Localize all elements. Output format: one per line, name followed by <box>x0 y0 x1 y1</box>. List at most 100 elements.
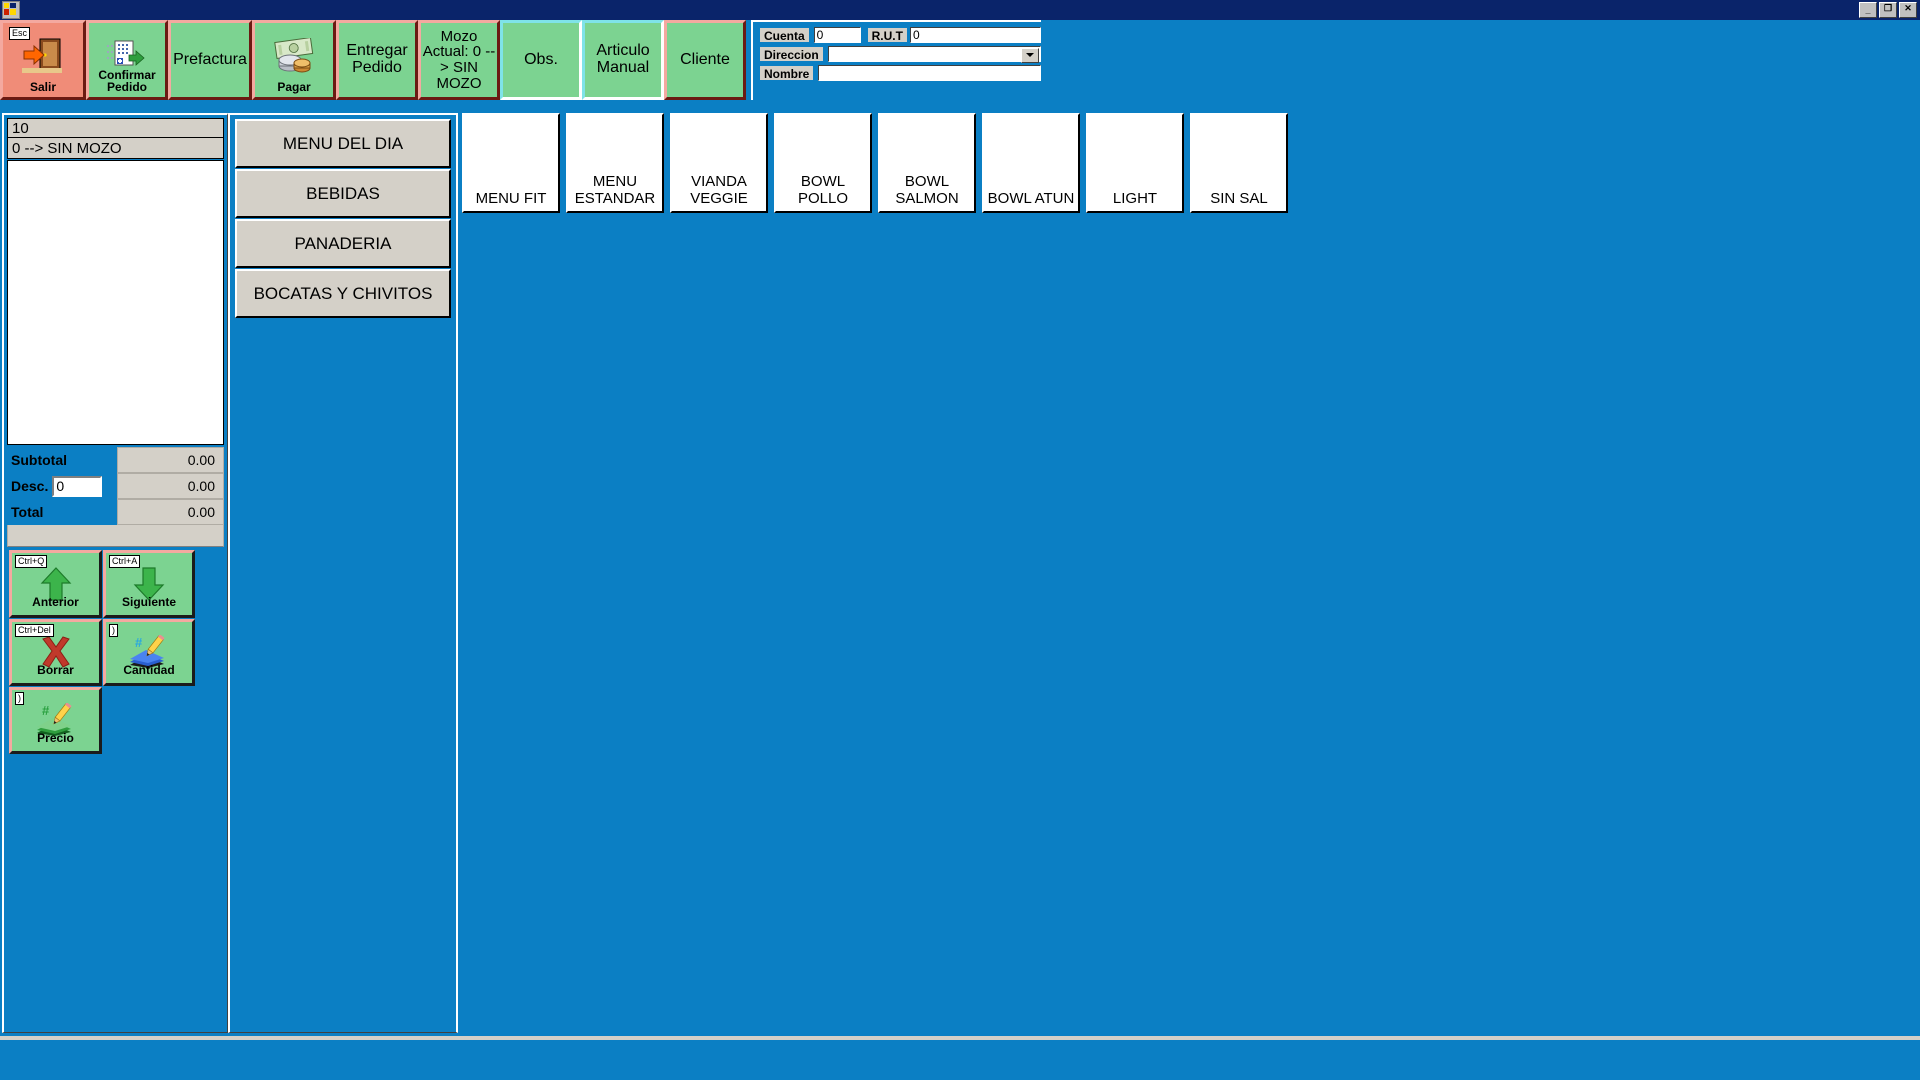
close-icon: ✕ <box>1904 3 1912 13</box>
category-button-panaderia[interactable]: PANADERIA <box>235 219 451 268</box>
toolbar-button-label: Salir <box>29 80 56 95</box>
window-controls: _ ❐ ✕ <box>1859 2 1917 18</box>
toolbar-button-pagar[interactable]: Pagar <box>252 20 336 100</box>
toolbar-shortcut-badge: Esc <box>9 27 31 40</box>
direccion-combobox[interactable] <box>827 45 1041 63</box>
toolbar-button-entregar-pedido[interactable]: Entregar Pedido <box>336 20 418 100</box>
product-button-menu-estandar[interactable]: MENU ESTANDAR <box>566 113 664 213</box>
chevron-down-icon[interactable] <box>1021 47 1039 63</box>
total-label-text: Desc. <box>11 478 49 494</box>
action-button-precio[interactable]: )#Precio <box>9 687 102 754</box>
action-button-anterior[interactable]: Ctrl+Q Anterior <box>9 550 102 618</box>
toolbar-button-label: Confirmar Pedido <box>98 67 156 95</box>
product-button-bowl-atun[interactable]: BOWL ATUN <box>982 113 1080 213</box>
toolbar-button-cliente[interactable]: Cliente <box>664 20 746 100</box>
nombre-row: Nombre <box>759 64 1041 81</box>
product-button-bowl-salmon[interactable]: BOWL SALMON <box>878 113 976 213</box>
product-button-vianda-veggie[interactable]: VIANDA VEGGIE <box>670 113 768 213</box>
totals-divider <box>7 525 224 547</box>
toolbar-button-label: Articulo Manual <box>596 42 650 76</box>
action-button-label: Siguiente <box>121 595 176 609</box>
toolbar-button-confirmar-pedido[interactable]: Confirmar Pedido <box>86 20 168 100</box>
action-button-label: Anterior <box>32 595 79 609</box>
total-label-text: Subtotal <box>11 452 67 468</box>
cuenta-label: Cuenta <box>759 26 810 43</box>
toolbar-button-label: Prefactura <box>173 50 247 68</box>
toolbar-button-label: Obs. <box>524 50 558 68</box>
minimize-button[interactable]: _ <box>1859 2 1877 18</box>
waiter-display: 0 --> SIN MOZO <box>7 138 224 159</box>
red-x-icon <box>39 636 73 673</box>
total-row-desc: Desc.0 0.00 <box>7 473 224 499</box>
action-button-label: Precio <box>37 731 74 745</box>
toolbar-button-label: Pagar <box>277 80 311 95</box>
cuenta-input[interactable]: 0 <box>813 26 861 43</box>
price-edit-icon: # <box>33 702 79 742</box>
direccion-row: Direccion <box>759 45 1041 63</box>
descuento-input[interactable]: 0 <box>52 475 103 497</box>
nombre-input[interactable] <box>818 64 1041 81</box>
title-bar: _ ❐ ✕ <box>0 0 1920 20</box>
total-label: Total <box>7 499 117 525</box>
arrow-up-icon <box>39 566 73 607</box>
exit-door-icon <box>20 37 66 80</box>
total-value: 0.00 <box>117 447 224 473</box>
action-button-cantidad[interactable]: )#Cantidad <box>103 619 195 686</box>
money-icon <box>268 37 320 79</box>
close-button[interactable]: ✕ <box>1899 2 1917 18</box>
toolbar-button-label: Cliente <box>680 50 730 68</box>
rut-input[interactable]: 0 <box>909 26 1041 43</box>
arrow-down-icon <box>132 566 166 607</box>
category-button-menu-del-dia[interactable]: MENU DEL DIA <box>235 119 451 168</box>
action-shortcut-badge: Ctrl+Q <box>15 555 48 568</box>
app-icon <box>2 1 20 19</box>
total-row-subtotal: Subtotal 0.00 <box>7 447 224 473</box>
toolbar-button-label: Mozo Actual: 0 --> SIN MOZO <box>422 27 496 92</box>
order-items-list[interactable] <box>7 160 224 445</box>
category-button-bebidas[interactable]: BEBIDAS <box>235 169 451 218</box>
toolbar-button-prefactura[interactable]: Prefactura <box>168 20 252 100</box>
svg-text:#: # <box>135 635 143 650</box>
product-button-light[interactable]: LIGHT <box>1086 113 1184 213</box>
action-shortcut-badge: ) <box>109 624 118 637</box>
restore-icon: ❐ <box>1883 3 1893 13</box>
direccion-label: Direccion <box>759 45 824 62</box>
total-row-total: Total 0.00 <box>7 499 224 525</box>
action-button-siguiente[interactable]: Ctrl+A Siguiente <box>103 550 195 618</box>
status-bar <box>0 1036 1920 1080</box>
toolbar-button-obs[interactable]: Obs. <box>500 20 582 100</box>
product-button-menu-fit[interactable]: MENU FIT <box>462 113 560 213</box>
toolbar-button-label: Entregar Pedido <box>346 42 408 76</box>
rut-label: R.U.T <box>866 26 908 43</box>
category-button-bocatas-y-chivitos[interactable]: BOCATAS Y CHIVITOS <box>235 269 451 318</box>
product-button-sin-sal[interactable]: SIN SAL <box>1190 113 1288 213</box>
product-button-bowl-pollo[interactable]: BOWL POLLO <box>774 113 872 213</box>
total-value: 0.00 <box>117 473 224 499</box>
nombre-label: Nombre <box>759 64 815 81</box>
svg-text:#: # <box>42 703 50 718</box>
minimize-icon: _ <box>1865 5 1871 15</box>
total-value: 0.00 <box>117 499 224 525</box>
total-label: Subtotal <box>7 447 117 473</box>
document-send-icon <box>105 39 149 78</box>
quantity-edit-icon: # <box>126 634 172 674</box>
toolbar-button-articulo-manual[interactable]: Articulo Manual <box>582 20 664 100</box>
action-shortcut-badge: Ctrl+A <box>109 555 141 568</box>
toolbar-button-mozo-actual[interactable]: Mozo Actual: 0 --> SIN MOZO <box>418 20 500 100</box>
restore-button[interactable]: ❐ <box>1879 2 1897 18</box>
action-shortcut-badge: Ctrl+Del <box>15 624 54 637</box>
total-label-text: Total <box>11 504 44 520</box>
action-button-label: Borrar <box>37 663 74 677</box>
